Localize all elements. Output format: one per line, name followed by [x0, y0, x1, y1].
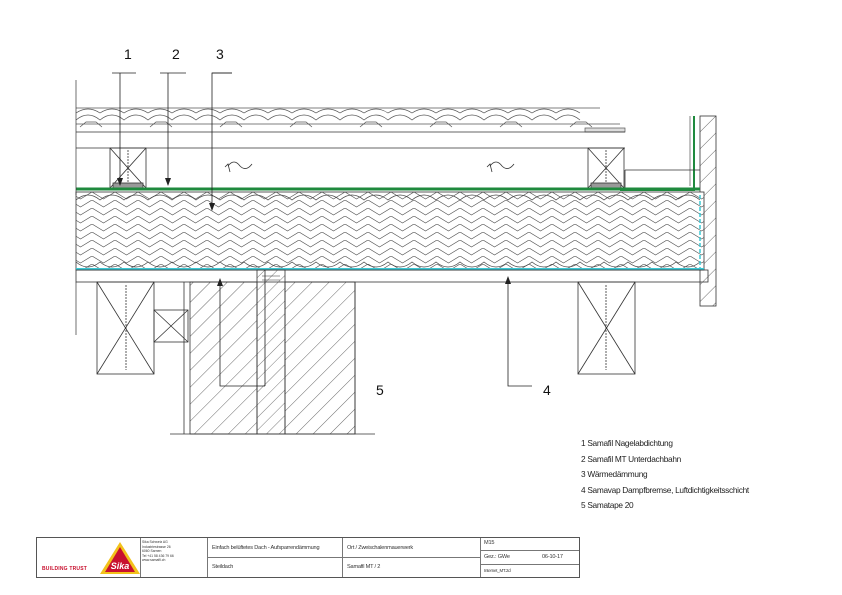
legend-item: 3 Wärmedämmung — [581, 469, 648, 480]
legend: 1 Samafil Nagelabdichtung 2 Samafil MT U… — [581, 436, 749, 514]
insulation-layer — [75, 191, 705, 271]
description-1: Einfach belüftetes Dach - Aufsparrendämm… — [212, 545, 320, 551]
construction-2: Samafil MT / 2 — [347, 564, 381, 570]
description-2: Steildach — [212, 564, 234, 570]
callout-3: 3 — [216, 46, 224, 62]
legend-item: 4 Samavap Dampfbremse, Luftdichtigkeitss… — [581, 484, 749, 495]
sika-logo: Sika — [100, 542, 140, 574]
title-block: Sika BUILDING TRUST Sika Schweiz AG Indu… — [36, 537, 580, 578]
brand-tagline: BUILDING TRUST — [42, 566, 88, 572]
airflow-symbols — [224, 161, 515, 173]
legend-item: 5 Samatape 20 — [581, 500, 634, 511]
roof-tiles — [75, 107, 626, 133]
drawing-date: 06-10-17 — [542, 554, 563, 560]
file-name: Internet_MT.2d — [484, 568, 511, 573]
drawing-number: M15 — [484, 540, 495, 546]
leader-lines — [112, 72, 532, 387]
legend-item: 2 Samafil MT Unterdachbahn — [581, 453, 681, 464]
callout-2: 2 — [172, 46, 180, 62]
company-address: Sika Schweiz AG Industriestrasse 26 6060… — [142, 540, 174, 563]
rafters — [96, 281, 636, 375]
masonry-wall — [170, 269, 375, 435]
callout-1: 1 — [124, 46, 132, 62]
callout-4: 4 — [543, 382, 551, 398]
callout-5: 5 — [376, 382, 384, 398]
construction-1: Ort / Zweischalenmauerwerk — [347, 545, 413, 551]
legend-item: 1 Samafil Nagelabdichtung — [581, 438, 673, 448]
sheathing-board — [75, 269, 709, 283]
counter-battens — [76, 131, 625, 189]
leader-arrowheads — [117, 178, 511, 286]
sika-logo-text: Sika — [111, 561, 130, 571]
drawn-by: Gez.: GWe — [484, 554, 510, 560]
